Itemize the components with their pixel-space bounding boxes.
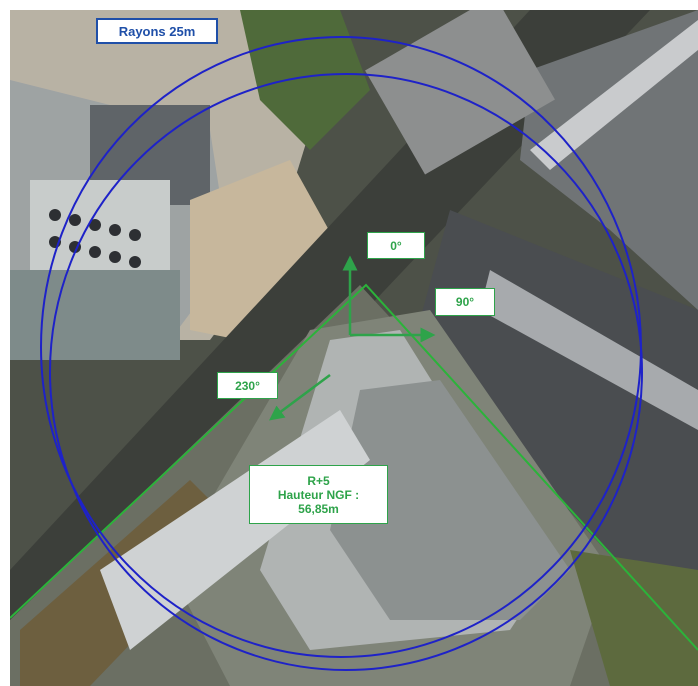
radius-label: Rayons 25m (96, 18, 218, 44)
radius-circle-outer (40, 36, 642, 658)
building-height-title: Hauteur NGF : (277, 487, 360, 502)
building-height-label: R+5 Hauteur NGF : 56,85m (249, 465, 388, 524)
angle-label-230: 230° (217, 372, 278, 399)
overlay (40, 36, 643, 671)
building-height-value: 56,85m (298, 501, 339, 516)
angle-label-90: 90° (435, 288, 495, 316)
aerial-map[interactable]: Rayons 25m 0° 90° 230° R+5 Hauteur NGF :… (10, 10, 698, 686)
building-floors: R+5 (307, 473, 330, 488)
radius-circle-inner (49, 73, 643, 671)
arrow-230-deg (268, 373, 331, 421)
angle-label-0: 0° (367, 232, 425, 259)
